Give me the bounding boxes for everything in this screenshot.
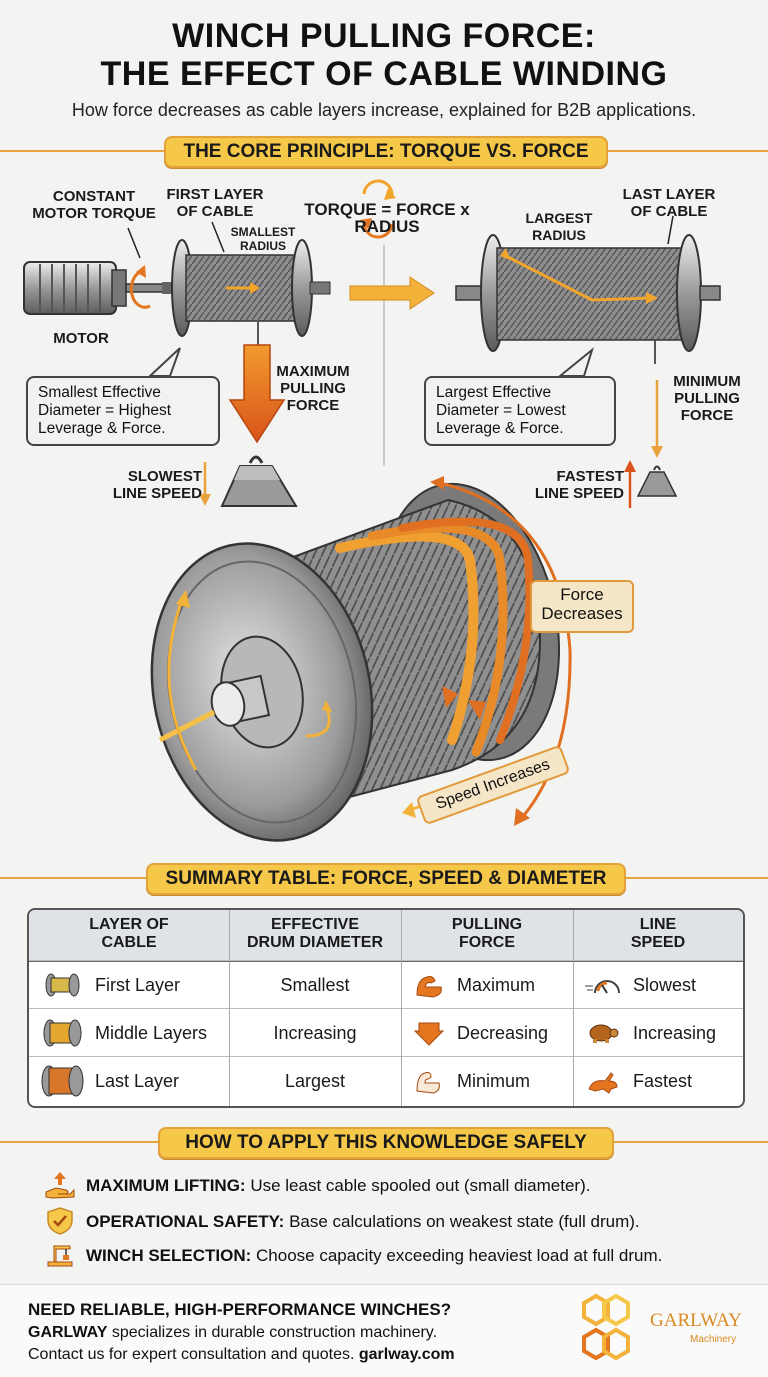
apply-item-text: Choose capacity exceeding heaviest load … — [251, 1246, 663, 1265]
col-header-layer: LAYER OF CABLE — [89, 916, 169, 951]
table-header — [29, 910, 743, 962]
apply-item: MAXIMUM LIFTING: Use least cable spooled… — [86, 1176, 590, 1196]
footer-line3: Contact us for expert consultation and q… — [28, 1346, 455, 1364]
speedometer-slow-icon — [585, 980, 620, 994]
footer-line2: GARLWAY specializes in durable construct… — [28, 1324, 437, 1342]
small-drum-icon — [162, 239, 331, 345]
footer-url-link[interactable]: garlway.com — [358, 1346, 455, 1363]
apply-item: WINCH SELECTION: Choose capacity exceedi… — [86, 1246, 662, 1266]
transition-arrow-icon — [349, 276, 435, 310]
summary-table: LAYER OF CABLE EFFECTIVE DRUM DIAMETER P… — [27, 908, 745, 1108]
apply-item: OPERATIONAL SAFETY: Base calculations on… — [86, 1212, 640, 1232]
table-divider — [401, 910, 402, 1106]
spool-large-icon — [41, 1065, 84, 1097]
full-drum-icon — [455, 234, 721, 364]
force-cell: Minimum — [457, 1071, 531, 1091]
diameter-cell: Largest — [284, 1071, 346, 1091]
layer-cell: Middle Layers — [95, 1023, 208, 1043]
core-principle-heading: THE CORE PRINCIPLE: TORQUE VS. FORCE — [164, 136, 608, 168]
min-force-label: MINIMUM PULLING FORCE — [673, 373, 741, 424]
largest-radius-label: LARGEST RADIUS — [525, 210, 593, 243]
logo-sub-text: Machinery — [690, 1334, 737, 1345]
force-cell: Decreasing — [457, 1023, 549, 1043]
torque-rotation-icon — [129, 270, 151, 309]
col-header-force: PULLING FORCE — [451, 916, 523, 951]
footer — [0, 1284, 768, 1377]
first-layer-label: FIRST LAYER OF CABLE — [166, 186, 264, 220]
table-row: Middle Layers Increasing Decreasing Incr… — [29, 1008, 743, 1057]
speed-cell: Increasing — [633, 1023, 717, 1043]
motor-icon — [23, 261, 177, 315]
footer-brand: GARLWAY — [28, 1324, 108, 1341]
speed-cell: Fastest — [633, 1071, 693, 1091]
max-force-arrow-icon — [228, 344, 286, 444]
table-row: Last Layer Largest Minimum Fastest — [29, 1056, 743, 1105]
turtle-icon — [589, 1024, 619, 1043]
layer-cell: Last Layer — [95, 1071, 180, 1091]
left-callout: Smallest Effective Diameter = Highest Le… — [26, 376, 220, 446]
weak-arm-icon — [416, 1072, 440, 1094]
apply-item-title: MAXIMUM LIFTING: — [86, 1176, 246, 1195]
summary-heading: SUMMARY TABLE: FORCE, SPEED & DIAMETER — [146, 863, 626, 895]
page-subtitle: How force decreases as cable layers incr… — [71, 100, 697, 120]
max-force-label: MAXIMUM PULLING FORCE — [276, 363, 350, 414]
apply-heading: HOW TO APPLY THIS KNOWLEDGE SAFELY — [158, 1127, 614, 1159]
col-header-speed: LINE SPEED — [630, 916, 686, 951]
hand-lift-icon — [45, 1172, 75, 1199]
constant-torque-label: CONSTANT MOTOR TORQUE — [32, 188, 156, 222]
table-divider — [573, 910, 574, 1106]
torque-formula: TORQUE = FORCE x RADIUS — [304, 200, 470, 236]
slowest-speed-label: SLOWEST LINE SPEED — [112, 468, 202, 502]
torque-force-diagram — [23, 179, 721, 508]
layer-cell: First Layer — [95, 975, 181, 995]
apply-item-text: Base calculations on weakest state (full… — [284, 1212, 640, 1231]
footer-line2-text: specializes in durable construction mach… — [107, 1324, 438, 1341]
shield-check-icon — [47, 1207, 73, 1235]
right-callout: Largest Effective Diameter = Lowest Leve… — [424, 376, 616, 446]
force-cell: Maximum — [457, 975, 536, 995]
apply-item-title: WINCH SELECTION: — [86, 1246, 252, 1265]
garlway-logo-icon — [582, 1293, 630, 1361]
smallest-radius-label: SMALLEST RADIUS — [230, 225, 296, 253]
page-title-line1: WINCH PULLING FORCE: — [172, 17, 596, 55]
spool-medium-icon — [43, 1019, 82, 1047]
strong-arm-icon — [416, 976, 442, 998]
table-divider — [229, 910, 230, 1106]
diameter-cell: Smallest — [280, 975, 350, 995]
page-title-line2: THE EFFECT OF CABLE WINDING — [100, 55, 668, 93]
logo-brand-text: GARLWAY — [650, 1310, 742, 1331]
motor-label: MOTOR — [53, 330, 109, 347]
diameter-cell: Increasing — [273, 1023, 357, 1043]
fastest-speed-label: FASTEST LINE SPEED — [534, 468, 624, 502]
apply-item-text: Use least cable spooled out (small diame… — [245, 1176, 591, 1195]
last-layer-label: LAST LAYER OF CABLE — [622, 186, 716, 220]
footer-line3-text: Contact us for expert consultation and q… — [28, 1346, 359, 1363]
drum-illustration — [150, 476, 572, 842]
table-row: First Layer Smallest Maximum Slowest — [29, 960, 743, 1009]
rotation-arrows-icon — [360, 179, 396, 239]
apply-item-title: OPERATIONAL SAFETY: — [86, 1212, 285, 1231]
footer-headline: NEED RELIABLE, HIGH-PERFORMANCE WINCHES? — [28, 1300, 452, 1319]
light-weight-icon — [636, 465, 678, 497]
rabbit-icon — [588, 1072, 618, 1094]
down-arrow-icon — [413, 1022, 445, 1046]
heavy-weight-icon — [220, 455, 298, 507]
spool-small-icon — [45, 973, 80, 997]
col-header-diameter: EFFECTIVE DRUM DIAMETER — [247, 916, 383, 951]
crane-icon — [47, 1245, 73, 1267]
speed-cell: Slowest — [633, 975, 697, 995]
force-decreases-label: Force Decreases — [530, 580, 634, 633]
